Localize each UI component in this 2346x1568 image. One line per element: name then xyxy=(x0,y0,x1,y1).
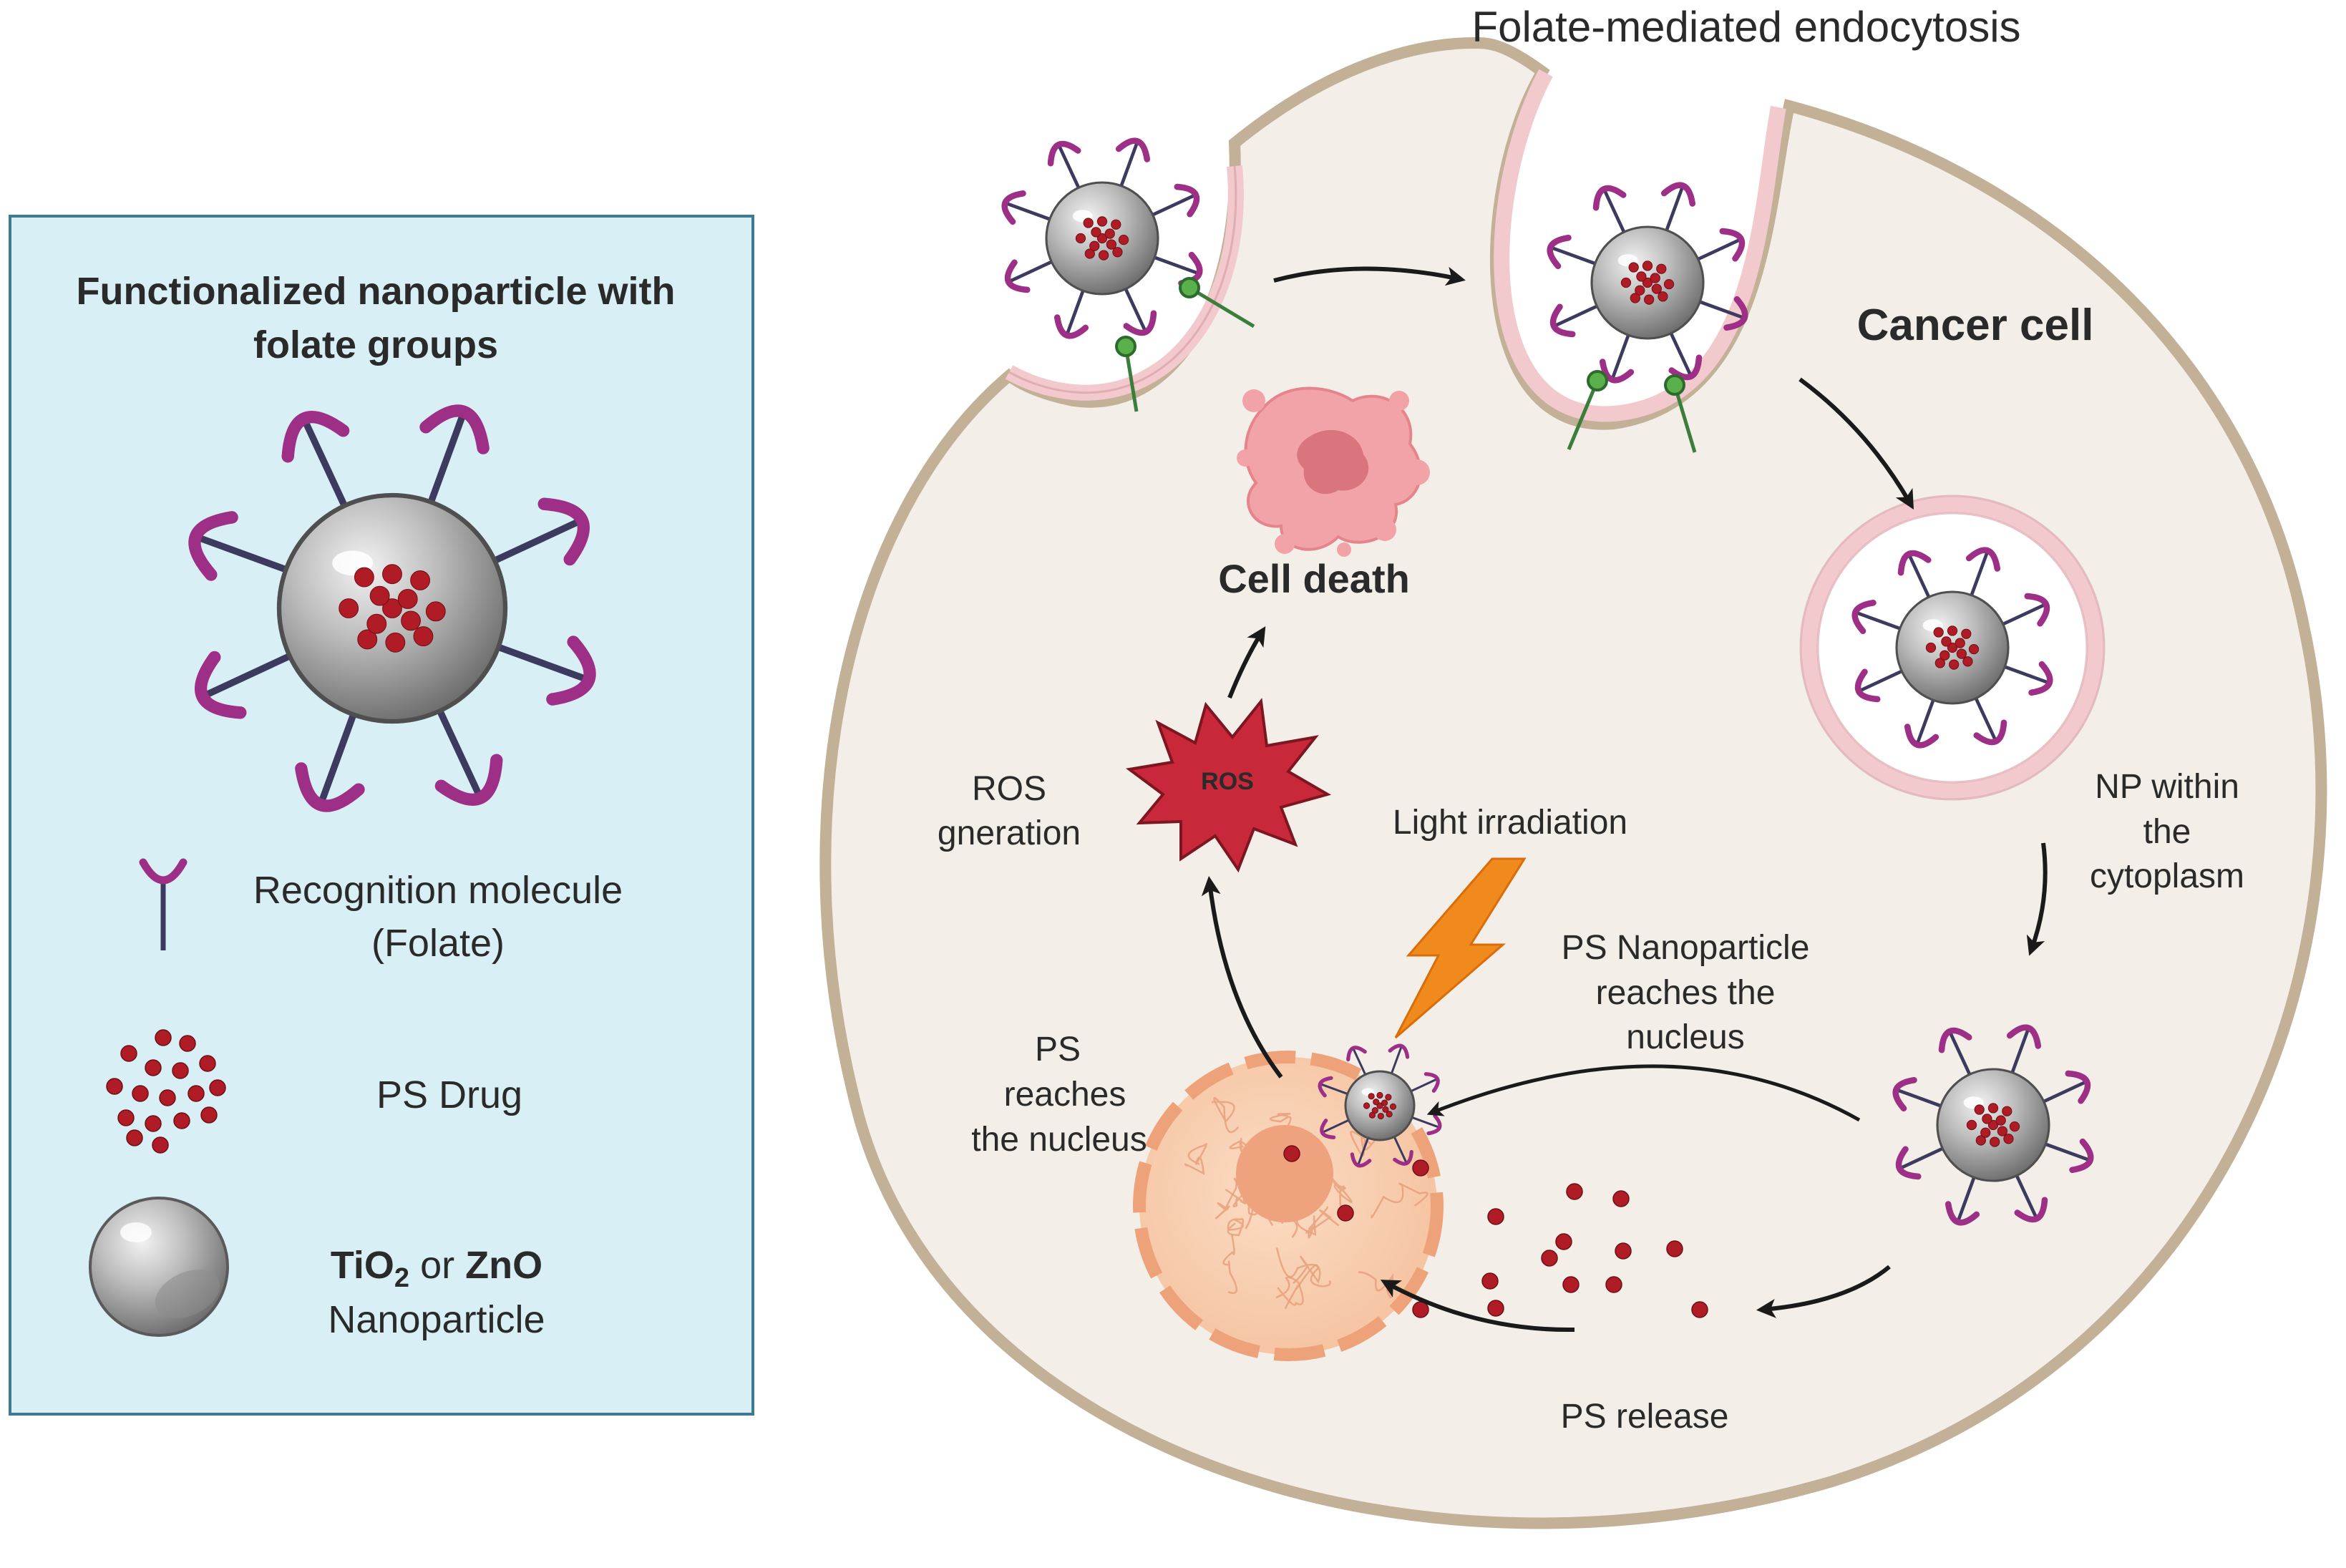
nanoparticle-in-endosome xyxy=(1851,547,2053,749)
folate-receptors xyxy=(1115,277,1697,453)
nanoparticle-label-line1: TiO2 or ZnO xyxy=(331,1244,542,1293)
recognition-label-line1: Recognition molecule xyxy=(253,869,623,912)
lightning-icon xyxy=(1394,857,1527,1039)
arrow-ros-to-death xyxy=(1227,626,1266,699)
dead-cell-icon xyxy=(1237,386,1430,557)
np-cytoplasm-line1: NP within xyxy=(2095,768,2239,806)
folate-ligand-icon xyxy=(1973,719,2007,746)
folate-ligand-icon xyxy=(1895,1146,1922,1180)
folate-ligand-icon xyxy=(1592,185,1627,211)
functionalized-nanoparticle-icon xyxy=(188,404,596,812)
ps-reaches-nucleus-line3: the nucleus xyxy=(971,1121,1147,1159)
arrow-to-cytoplasm xyxy=(2026,842,2048,956)
folate-ligand-icon xyxy=(1719,228,1746,262)
folate-ligand-icon xyxy=(188,511,238,581)
folate-ligand-icon xyxy=(1854,668,1881,703)
ros-generation-line2: gneration xyxy=(938,814,1081,852)
folate-ligand-icon xyxy=(1004,259,1031,293)
ros-generation-line1: ROS xyxy=(972,770,1046,808)
cell-death-label: Cell death xyxy=(1218,556,1410,601)
folate-ligand-icon xyxy=(1938,1027,1972,1053)
folate-ligand-icon xyxy=(1423,1072,1440,1093)
np-cytoplasm-line2: the xyxy=(2143,813,2191,851)
ps-reaches-nucleus-line1: PS xyxy=(1035,1031,1081,1068)
folate-ligand-icon xyxy=(1001,190,1026,225)
folate-ligand-icon xyxy=(434,754,503,806)
folate-ligand-icon xyxy=(1426,1114,1442,1136)
folate-ligand-icon xyxy=(1115,137,1151,162)
arrow-to-endosome xyxy=(1799,377,1914,510)
nanoparticle-released xyxy=(1892,1024,2094,1226)
process-arrows xyxy=(1201,266,2048,1333)
legend-title-line2: folate groups xyxy=(253,323,498,366)
ps-np-reaches-line2: reaches the xyxy=(1596,974,1776,1012)
nanoparticle-at-nucleus xyxy=(1318,1043,1442,1168)
arrow-np-to-nucleus xyxy=(1426,1064,1861,1122)
folate-ligand-icon xyxy=(1547,234,1572,270)
ps-drug-icon xyxy=(106,1029,226,1154)
folate-ligand-icon xyxy=(1599,359,1635,384)
folate-ligand-icon xyxy=(419,404,490,454)
np-cytoplasm-line3: cytoplasm xyxy=(2090,857,2244,895)
folate-ligand-icon xyxy=(1320,1119,1336,1139)
light-irradiation-label: Light irradiation xyxy=(1393,804,1627,842)
folate-ligand-icon xyxy=(1388,1043,1410,1059)
ps-release-label: PS release xyxy=(1561,1398,1729,1436)
nanoparticle-label-line2: Nanoparticle xyxy=(328,1298,545,1341)
folate-ligand-icon xyxy=(2024,593,2050,627)
folate-ligand-icon xyxy=(295,762,365,812)
arrow-release-to-nucleus xyxy=(1380,1280,1575,1333)
nucleolus xyxy=(1236,1125,1333,1222)
ps-reaches-nucleus-line2: reaches xyxy=(1004,1076,1126,1114)
cancer-cell-label: Cancer cell xyxy=(1857,301,2094,350)
pit2-lining xyxy=(1494,69,1786,422)
nanoparticle-binding xyxy=(1001,137,1203,339)
recognition-label-line2: (Folate) xyxy=(371,922,505,965)
folate-ligand-icon xyxy=(537,497,590,566)
ros-burst-icon: ROS xyxy=(1126,698,1332,873)
folate-ligand-icon xyxy=(1318,1076,1333,1098)
ros-badge-text: ROS xyxy=(1201,768,1254,795)
folate-ligand-icon xyxy=(1346,1046,1367,1062)
folate-ligand-icon xyxy=(1549,303,1576,338)
released-ps-drug xyxy=(1283,1145,1708,1318)
folate-ligand-icon xyxy=(2014,1197,2048,1223)
legend-panel: Functionalized nanoparticle with folate … xyxy=(9,215,754,1416)
folate-ligand-icon xyxy=(1393,1149,1413,1166)
folate-ligand-icon xyxy=(1851,599,1877,635)
arrow-to-ps-release xyxy=(1756,1265,1891,1318)
folate-ligand-icon xyxy=(195,651,247,719)
folate-ligand-icon xyxy=(1174,183,1200,218)
ps-np-reaches-line3: nucleus xyxy=(1626,1018,1744,1056)
folate-ligand-icon xyxy=(1047,140,1081,167)
folate-ligand-icon xyxy=(1660,182,1696,207)
folate-ligand-icon xyxy=(1965,547,2001,572)
ps-drug-label: PS Drug xyxy=(376,1073,522,1116)
folate-ligand-icon xyxy=(546,636,596,706)
folate-ligand-icon xyxy=(2069,1138,2094,1174)
arrow-nucleus-to-ros xyxy=(1201,875,1283,1078)
folate-ligand-icon xyxy=(1723,296,1748,331)
nanoparticle-endocytosed xyxy=(1547,182,1748,384)
folate-ligand-icon xyxy=(2065,1070,2091,1104)
folate-ligand-icon xyxy=(1668,354,1703,381)
folate-ligand-icon xyxy=(281,411,350,463)
arrow-to-pit xyxy=(1273,266,1466,286)
legend-title-line1: Functionalized nanoparticle with xyxy=(76,270,675,313)
nanoparticle-icon xyxy=(89,1197,229,1337)
ps-np-reaches-line1: PS Nanoparticle xyxy=(1562,929,1810,967)
folate-ligand-icon xyxy=(1945,1201,1980,1226)
folate-ligand-icon xyxy=(2028,661,2053,696)
folate-ligand-icon xyxy=(1892,1076,1917,1112)
folate-ligand-icon xyxy=(1350,1152,1372,1168)
folate-ligand-icon xyxy=(1123,310,1157,336)
folate-ligand-icon xyxy=(1897,550,1932,576)
recognition-molecule-icon xyxy=(139,858,188,950)
folate-ligand-icon xyxy=(1053,314,1089,339)
folate-ligand-icon xyxy=(1904,724,1939,749)
endocytosis-title: Folate-mediated endocytosis xyxy=(1471,3,2020,51)
folate-ligand-icon xyxy=(2006,1024,2042,1049)
